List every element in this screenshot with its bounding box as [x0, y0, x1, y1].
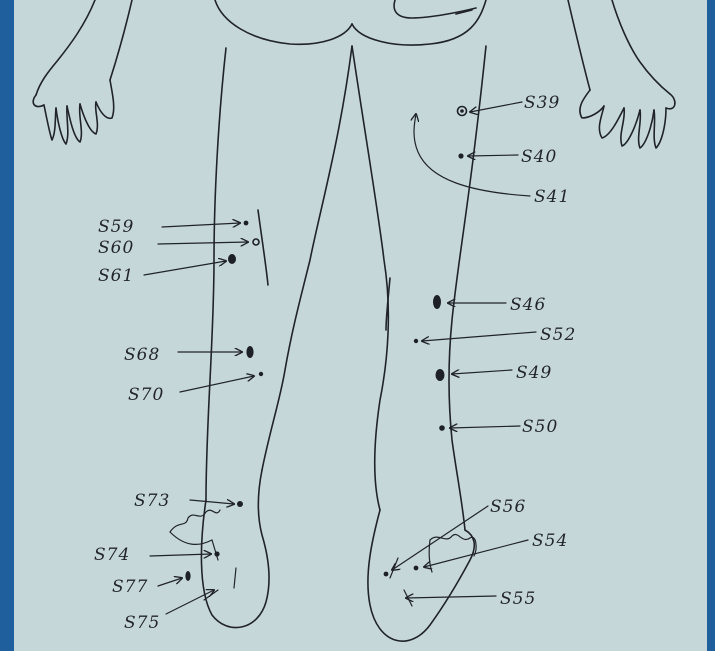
label-s73: S73 [134, 491, 170, 511]
arrow-s52 [422, 332, 536, 341]
arrow-s55 [406, 596, 496, 598]
acupoint-markers [185, 107, 466, 582]
acupoint-s60-marker [253, 239, 259, 245]
acupoint-s54-marker [414, 566, 419, 571]
label-s61: S61 [98, 266, 134, 286]
right-hand-outline [580, 90, 675, 148]
torso-lines [215, 0, 486, 45]
arrow-s50 [450, 426, 520, 428]
acupoint-s40-marker [458, 153, 463, 158]
label-s39: S39 [524, 93, 560, 113]
acupoint-s59-marker [244, 221, 249, 226]
left-hand-outline [33, 80, 114, 144]
arrow-s40 [468, 155, 518, 156]
arrow-s70 [180, 376, 254, 392]
label-s46: S46 [510, 295, 546, 315]
label-s50: S50 [522, 417, 558, 437]
arrow-s49 [452, 370, 512, 374]
acupoint-s46-marker [433, 295, 441, 309]
acupoint-s50-marker [439, 425, 445, 431]
acupoint-labels: S39 S40 S41 S46 S52 S49 S50 S56 S54 S55 … [94, 93, 576, 633]
acupoint-s77-marker [185, 571, 190, 581]
right-foot-toes [390, 534, 476, 606]
label-s49: S49 [516, 363, 552, 383]
label-s74: S74 [94, 545, 130, 565]
acupoint-s73-marker [237, 501, 243, 507]
label-s55: S55 [500, 589, 536, 609]
label-s60: S60 [98, 238, 134, 258]
label-s68: S68 [124, 345, 160, 365]
acupoint-s74-marker [214, 551, 219, 556]
label-s70: S70 [128, 385, 164, 405]
acupoint-s70-marker [259, 372, 263, 376]
arrow-s39 [470, 102, 522, 112]
arrow-s59 [162, 223, 240, 227]
arrow-s60 [158, 242, 248, 244]
label-s52: S52 [540, 325, 576, 345]
label-s41: S41 [534, 187, 570, 207]
label-s40: S40 [521, 147, 557, 167]
label-s75: S75 [124, 613, 160, 633]
acupoint-s68-marker [246, 346, 253, 358]
acupoint-s56-marker [384, 572, 389, 577]
label-s56: S56 [490, 497, 526, 517]
right-arm-outline [568, 0, 670, 94]
arrow-s73 [190, 500, 234, 504]
acupoint-s61-marker [228, 254, 236, 264]
label-s59: S59 [98, 217, 134, 237]
label-s54: S54 [532, 531, 568, 551]
acupoint-s49-marker [436, 369, 445, 381]
left-leg-outline [201, 46, 352, 628]
acupoint-s52-marker [414, 339, 418, 343]
label-s77: S77 [112, 577, 148, 597]
arrow-s77 [158, 578, 182, 586]
left-arm-outline [36, 0, 132, 95]
